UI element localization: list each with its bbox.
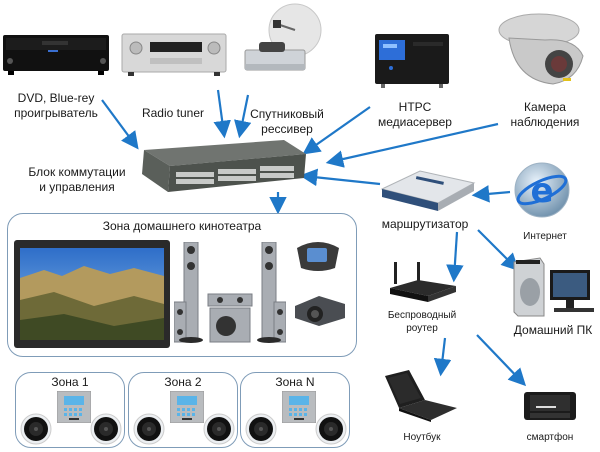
router-label: маршрутизатор — [381, 217, 469, 231]
switch-label: Блок коммутации и управления — [28, 165, 126, 194]
ceiling-speaker-right-icon — [315, 413, 347, 445]
arrow-wireless-to-smartphone — [476, 334, 527, 387]
ceiling-speaker-left-icon — [245, 413, 277, 445]
wall-keypad-icon — [57, 391, 91, 423]
internet: e — [512, 160, 572, 220]
smartphone — [522, 390, 578, 422]
wireless-label: Беспроводный роутер — [387, 310, 457, 334]
network-switch — [134, 140, 306, 198]
audio-zone-3: Зона N — [240, 372, 350, 448]
dvd-player — [2, 33, 110, 77]
dvd-label: DVD, Blue-rey проигрыватель — [14, 91, 98, 120]
arrow-dvd-to-switch — [101, 99, 139, 150]
remote-control-icon — [297, 242, 339, 271]
internet-label: Интернет — [523, 231, 567, 242]
ceiling-speaker-left-icon — [20, 413, 52, 445]
av-receiver — [120, 30, 228, 78]
network-switch-icon — [142, 140, 306, 192]
satellite-receiver-icon — [244, 3, 322, 71]
router-icon — [380, 170, 476, 211]
radio-label: Radio tuner — [141, 106, 205, 120]
router — [380, 165, 476, 211]
pc-label: Домашний ПК — [513, 323, 593, 337]
wall-keypad-icon — [170, 391, 204, 423]
htpc-label: HTPC медиасервер — [378, 100, 452, 129]
media-server — [373, 30, 451, 90]
wireless-router-icon — [390, 262, 456, 302]
satellite-label: Спутниковый рессивер — [250, 107, 324, 136]
zone-title: Зона 1 — [51, 375, 89, 389]
home-theater-zone: Зона домашнего кинотеатра — [7, 213, 357, 357]
ceiling-speaker-left-icon — [133, 413, 165, 445]
laptop — [383, 370, 459, 422]
speaker-system-icon — [174, 242, 286, 343]
arrow-satellite-to-switch — [234, 94, 252, 139]
wall-keypad-icon — [282, 391, 316, 423]
arrow-wireless-to-laptop — [433, 337, 452, 377]
arrow-internet-to-router — [471, 185, 511, 203]
satellite-receiver — [243, 2, 323, 82]
zone-title: Зона 2 — [164, 375, 202, 389]
wireless-router — [388, 262, 458, 308]
zone-title: Зона N — [275, 375, 315, 389]
arrow-router-to-switch — [299, 168, 381, 187]
ceiling-speaker-right-icon — [203, 413, 235, 445]
tv-panel-icon — [14, 240, 170, 348]
dvd-player-icon — [3, 35, 109, 75]
audio-zone-2: Зона 2 — [128, 372, 238, 448]
internet-explorer-icon: e — [514, 162, 570, 218]
camera-label: Камера наблюдения — [510, 100, 580, 129]
audio-zone-1: Зона 1 — [15, 372, 125, 448]
laptop-icon — [385, 370, 457, 422]
security-camera-icon — [498, 13, 584, 85]
laptop-label: Ноутбук — [403, 432, 441, 443]
media-server-icon — [375, 34, 449, 88]
home-theater-title: Зона домашнего кинотеатра — [102, 219, 262, 233]
ceiling-speaker-right-icon — [90, 413, 122, 445]
av-receiver-icon — [121, 33, 227, 76]
desktop-pc — [510, 256, 596, 318]
desktop-pc-icon — [513, 257, 594, 317]
security-camera — [495, 8, 587, 90]
smartphone-icon — [524, 392, 576, 420]
arrow-radio-to-switch — [213, 89, 231, 139]
projector-icon — [295, 296, 345, 326]
smartphone-label: смартфон — [526, 432, 574, 443]
